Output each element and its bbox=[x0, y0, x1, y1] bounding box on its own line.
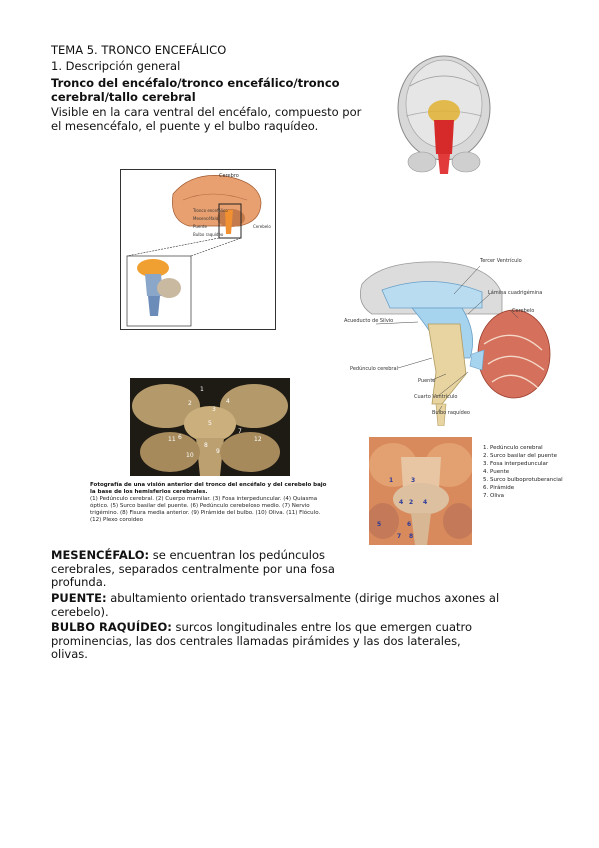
ventral-num-6: 6 bbox=[407, 521, 412, 528]
sagittal-section-figure: Tercer Ventrículo Lámina cuadrigémina Ce… bbox=[342, 254, 552, 426]
ventral-legend: 1. Pedúnculo cerebral 2. Surco basilar d… bbox=[483, 444, 593, 500]
definition-text: abultamiento orientado transversalmente … bbox=[51, 591, 500, 619]
legend-item: 5. Surco bulboprotuberancial bbox=[483, 477, 563, 483]
photo-num-3: 3 bbox=[212, 406, 216, 413]
ventral-num-3: 3 bbox=[411, 477, 416, 484]
label-cerebro: Cerebro bbox=[219, 173, 239, 179]
photo-num-9: 9 bbox=[216, 448, 220, 455]
photo-caption-title: Fotografía de una visión anterior del tr… bbox=[90, 482, 327, 495]
legend-item: 3. Fosa interpeduncular bbox=[483, 461, 549, 467]
photo-num-8: 8 bbox=[204, 442, 208, 449]
brain-3d-image bbox=[388, 46, 500, 196]
photo-num-2: 2 bbox=[188, 400, 192, 407]
definition-term: PUENTE: bbox=[51, 591, 107, 605]
legend-item: 6. Pirámide bbox=[483, 485, 515, 491]
intro-paragraph: Visible en la cara ventral del encéfalo,… bbox=[51, 105, 362, 133]
label-cerebelo-sag: Cerebelo bbox=[512, 308, 535, 314]
label-mesencefalo: Mesencéfalo bbox=[193, 216, 219, 221]
label-puente-sag: Puente bbox=[418, 378, 436, 384]
label-tercer-ventriculo: Tercer Ventrículo bbox=[480, 258, 522, 264]
ventral-num-4b: 4 bbox=[423, 499, 428, 506]
legend-item: 4. Puente bbox=[483, 469, 510, 475]
label-bulbo: Bulbo raquídeo bbox=[193, 232, 224, 237]
legend-item: 2. Surco basilar del puente bbox=[483, 453, 557, 459]
section-title: 1. Descripción general bbox=[51, 59, 181, 73]
definition-mesencefalo: MESENCÉFALO: se encuentran los pedúnculo… bbox=[51, 548, 346, 590]
topic-title: TEMA 5. TRONCO ENCEFÁLICO bbox=[51, 43, 227, 57]
ventral-brainstem-figure: 1 3 4 2 4 5 6 7 8 bbox=[369, 437, 472, 545]
definition-text: se encuentran los pedúnculos cerebrales,… bbox=[51, 548, 335, 589]
photo-num-4: 4 bbox=[226, 398, 230, 405]
label-bulbo-sag: Bulbo raquídeo bbox=[432, 410, 470, 416]
label-cerebelo: Cerebelo bbox=[253, 224, 271, 229]
ventral-num-4a: 4 bbox=[399, 499, 404, 506]
label-tronco: Tronco encefálico bbox=[193, 208, 228, 213]
label-acueducto: Acueducto de Silvio bbox=[344, 318, 394, 324]
photo-num-1: 1 bbox=[200, 386, 204, 393]
photo-num-12: 12 bbox=[254, 436, 262, 443]
anterior-photo: 1 2 3 4 5 6 7 8 9 10 11 12 bbox=[130, 378, 290, 476]
photo-num-10: 10 bbox=[186, 452, 194, 459]
ventral-num-5: 5 bbox=[377, 521, 382, 528]
label-cuarto: Cuarto Ventrículo bbox=[414, 394, 458, 400]
photo-num-6: 6 bbox=[178, 434, 182, 441]
ventral-num-7: 7 bbox=[397, 533, 402, 540]
definition-bulbo: BULBO RAQUÍDEO: surcos longitudinales en… bbox=[51, 620, 501, 662]
subtitle: Tronco del encéfalo/tronco encefálico/tr… bbox=[51, 76, 340, 104]
photo-num-5: 5 bbox=[208, 420, 212, 427]
definition-term: BULBO RAQUÍDEO: bbox=[51, 620, 172, 634]
photo-caption-body: (1) Pedúnculo cerebral. (2) Cuerpo mamil… bbox=[90, 496, 321, 523]
ventral-num-8: 8 bbox=[409, 533, 414, 540]
photo-num-7: 7 bbox=[238, 428, 242, 435]
label-puente: Puente bbox=[193, 224, 207, 229]
photo-caption: Fotografía de una visión anterior del tr… bbox=[90, 482, 330, 524]
ventral-num-2: 2 bbox=[409, 499, 414, 506]
definition-term: MESENCÉFALO: bbox=[51, 548, 150, 562]
legend-item: 1. Pedúnculo cerebral bbox=[483, 445, 543, 451]
label-lamina: Lámina cuadrigémina bbox=[488, 290, 543, 296]
label-pedunculo: Pedúnculo cerebral bbox=[350, 366, 398, 372]
brain-views-figure: Cerebro Tronco encefálico Mesencéfalo Pu… bbox=[120, 169, 276, 330]
ventral-num-1: 1 bbox=[389, 477, 394, 484]
photo-num-11: 11 bbox=[168, 436, 176, 443]
legend-item: 7. Oliva bbox=[483, 493, 505, 499]
definition-puente: PUENTE: abultamiento orientado transvers… bbox=[51, 591, 501, 619]
definition-text: surcos longitudinales entre los que emer… bbox=[51, 620, 473, 661]
